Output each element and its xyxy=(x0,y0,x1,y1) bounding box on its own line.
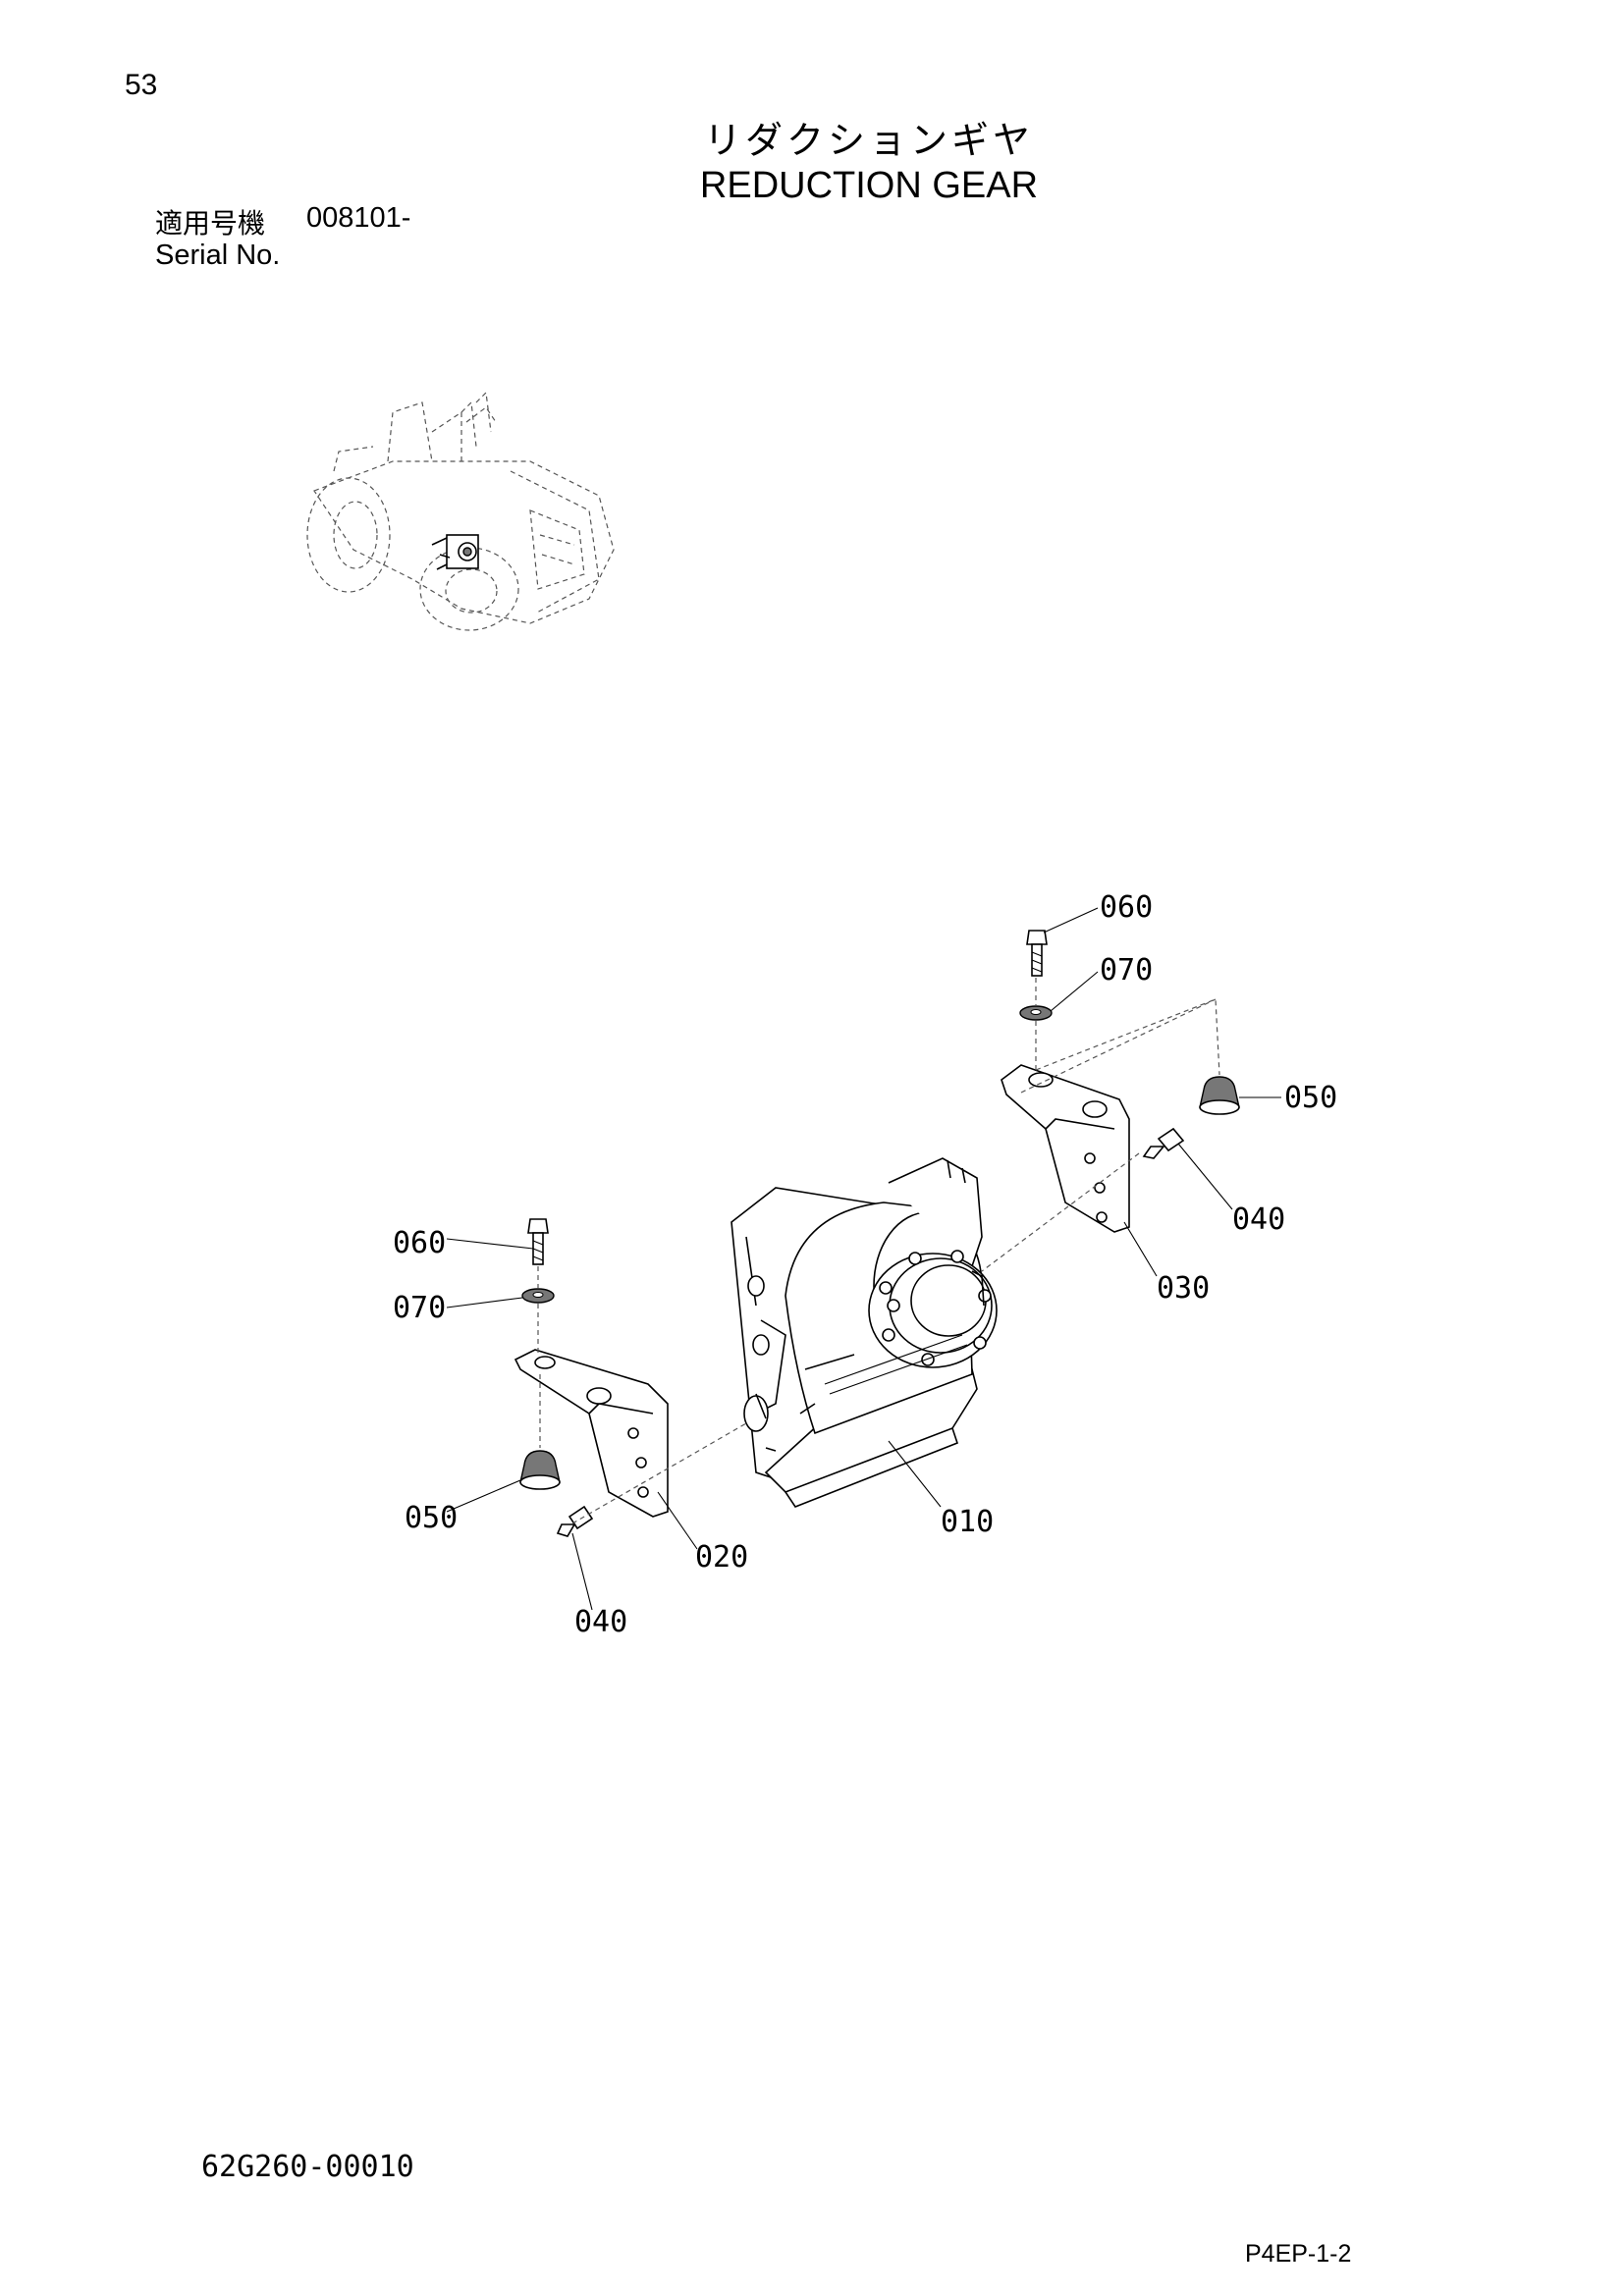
serial-label: Serial No. xyxy=(155,240,281,271)
page-title-japanese: リダクションギヤ xyxy=(703,119,1034,162)
machine-locator-icon xyxy=(306,391,615,631)
bracket-right xyxy=(1001,1064,1130,1233)
reduction-gear-assembly-icon: 060 070 050 040 030 060 070 050 020 040 … xyxy=(393,890,1337,1639)
washer-lower-left xyxy=(521,1288,555,1304)
callout-020: 020 xyxy=(695,1540,748,1575)
page-title: REDUCTION GEAR xyxy=(699,165,1039,206)
callout-040-right: 040 xyxy=(1232,1202,1285,1237)
bolt-upper-right xyxy=(1026,930,1048,977)
rubber-mount-lower-left xyxy=(519,1450,561,1490)
callout-010: 010 xyxy=(941,1505,994,1539)
bolt-right xyxy=(1142,1127,1185,1159)
serial-label-japanese: 適用号機 xyxy=(155,207,266,240)
callout-070-lower: 070 xyxy=(393,1291,446,1325)
page-number: 53 xyxy=(125,69,158,101)
reduction-gear-housing xyxy=(731,1157,998,1508)
callout-050-upper: 050 xyxy=(1284,1081,1337,1115)
washer-upper-right xyxy=(1019,1005,1053,1021)
callout-050-lower: 050 xyxy=(405,1501,458,1535)
callout-030: 030 xyxy=(1157,1271,1210,1306)
callout-060-lower: 060 xyxy=(393,1226,446,1260)
bolt-lower xyxy=(556,1505,594,1537)
serial-number-value: 008101- xyxy=(306,202,411,234)
callout-070-upper: 070 xyxy=(1100,953,1153,988)
rubber-mount-upper-right xyxy=(1199,1076,1240,1115)
callout-040-lower: 040 xyxy=(574,1605,627,1639)
bracket-left xyxy=(514,1349,669,1518)
callout-060-upper: 060 xyxy=(1100,890,1153,925)
drawing-code: 62G260-00010 xyxy=(201,2150,414,2184)
sheet-code: P4EP-1-2 xyxy=(1245,2240,1352,2268)
bolt-lower-left xyxy=(527,1218,549,1265)
